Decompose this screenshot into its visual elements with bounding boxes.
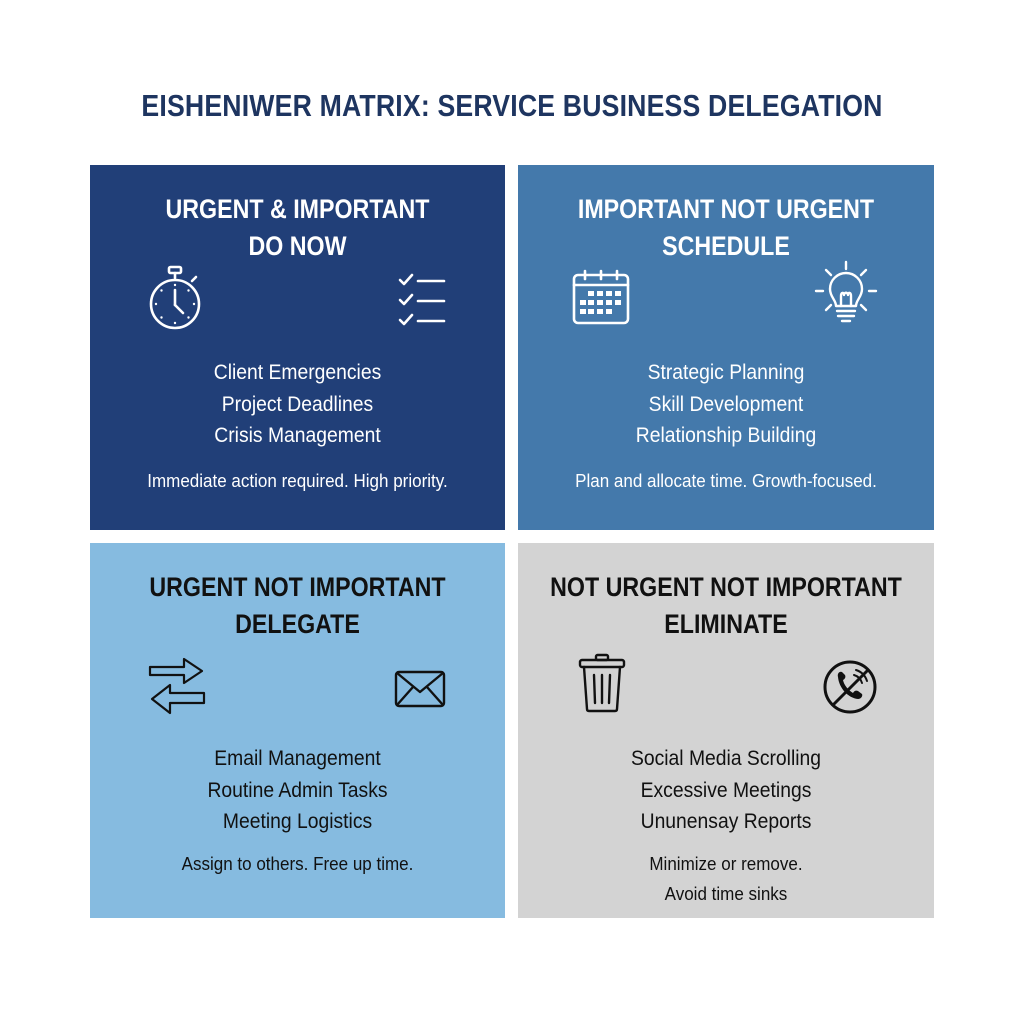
note-line: Avoid time sinks bbox=[664, 883, 788, 904]
note-line: Immediate action required. High priority… bbox=[147, 470, 448, 491]
quadrant-heading: NOT URGENT NOT IMPORTANT ELIMINATE bbox=[547, 569, 905, 643]
quadrant-schedule: IMPORTANT NOT URGENT SCHEDULE bbox=[518, 165, 934, 530]
quadrant-note: Minimize or remove. Avoid time sinks bbox=[535, 849, 918, 909]
task-item: Client Emergencies bbox=[213, 361, 382, 384]
task-item: Routine Admin Tasks bbox=[207, 778, 388, 802]
heading-category: URGENT NOT IMPORTANT bbox=[149, 572, 446, 602]
heading-action: DELEGATE bbox=[235, 609, 360, 639]
quadrant-heading: URGENT NOT IMPORTANT DELEGATE bbox=[119, 569, 476, 643]
heading-action: ELIMINATE bbox=[664, 609, 788, 639]
task-list: Email Management Routine Admin Tasks Mee… bbox=[107, 743, 489, 838]
task-item: Meeting Logistics bbox=[222, 810, 373, 833]
envelope-icon bbox=[394, 670, 446, 708]
heading-action: DO NOW bbox=[248, 231, 347, 261]
no-phone-icon bbox=[822, 659, 878, 715]
note-line: Assign to others. Free up time. bbox=[181, 853, 414, 874]
quadrant-heading: URGENT & IMPORTANT DO NOW bbox=[119, 191, 476, 265]
task-list: Strategic Planning Skill Development Rel… bbox=[535, 357, 918, 452]
heading-action: SCHEDULE bbox=[662, 231, 790, 261]
checklist-icon bbox=[398, 272, 448, 326]
lightbulb-icon bbox=[814, 260, 878, 328]
trash-can-icon bbox=[578, 653, 626, 713]
task-item: Excessive Meetings bbox=[640, 778, 812, 802]
quadrant-heading: IMPORTANT NOT URGENT SCHEDULE bbox=[547, 191, 905, 265]
task-list: Client Emergencies Project Deadlines Cri… bbox=[107, 357, 489, 452]
task-item: Relationship Building bbox=[635, 424, 817, 447]
heading-category: URGENT & IMPORTANT bbox=[165, 194, 430, 224]
stopwatch-icon bbox=[146, 265, 204, 333]
quadrant-delegate: URGENT NOT IMPORTANT DELEGATE Email Mana… bbox=[90, 543, 505, 918]
note-line: Minimize or remove. bbox=[649, 853, 803, 874]
task-item: Social Media Scrolling bbox=[630, 747, 822, 770]
calendar-icon bbox=[572, 269, 630, 325]
quadrant-note: Assign to others. Free up time. bbox=[107, 849, 489, 879]
task-item: Strategic Planning bbox=[647, 361, 805, 384]
quadrant-do-now: URGENT & IMPORTANT DO NOW bbox=[90, 165, 505, 530]
transfer-arrows-icon bbox=[148, 655, 206, 715]
task-item: Project Deadlines bbox=[221, 392, 374, 416]
page-title: EISHENIWER MATRIX: SERVICE BUSINESS DELE… bbox=[141, 88, 883, 123]
quadrant-note: Immediate action required. High priority… bbox=[107, 466, 489, 496]
note-line: Plan and allocate time. Growth-focused. bbox=[575, 470, 877, 491]
task-item: Email Management bbox=[214, 747, 381, 770]
heading-category: NOT URGENT NOT IMPORTANT bbox=[550, 572, 902, 602]
task-item: Crisis Management bbox=[214, 424, 381, 447]
quadrant-note: Plan and allocate time. Growth-focused. bbox=[535, 466, 918, 496]
task-list: Social Media Scrolling Excessive Meeting… bbox=[535, 743, 918, 838]
heading-category: IMPORTANT NOT URGENT bbox=[577, 194, 875, 224]
task-item: Skill Development bbox=[648, 392, 804, 416]
task-item: Ununensay Reports bbox=[640, 810, 812, 833]
quadrant-eliminate: NOT URGENT NOT IMPORTANT ELIMINATE Socia… bbox=[518, 543, 934, 918]
